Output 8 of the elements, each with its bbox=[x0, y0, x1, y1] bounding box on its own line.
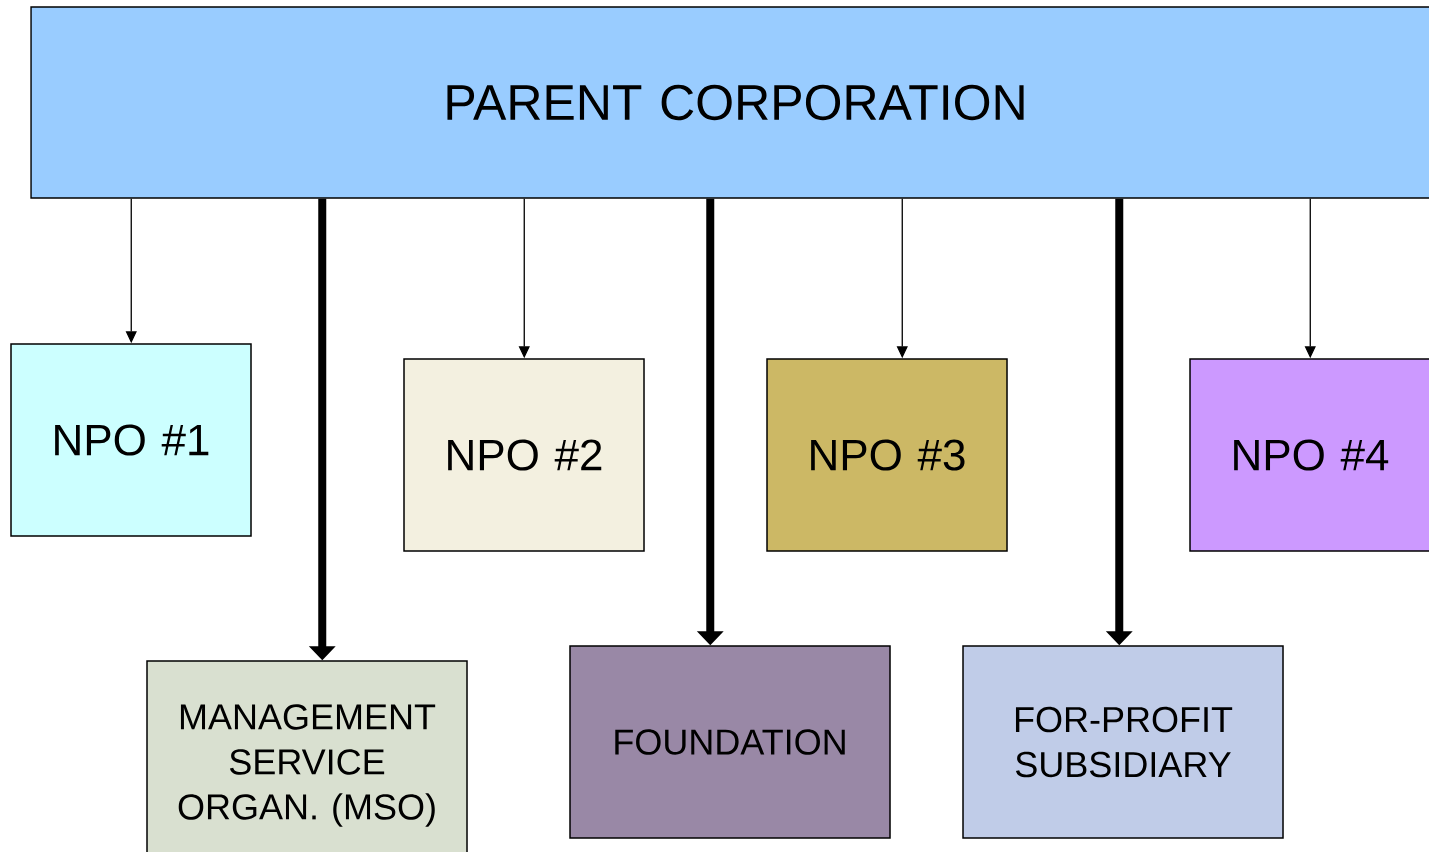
org-box: NPO #4 bbox=[1189, 358, 1429, 552]
org-box: PARENT CORPORATION bbox=[30, 6, 1429, 199]
org-box: NPO #2 bbox=[403, 358, 645, 552]
org-box: NPO #1 bbox=[10, 343, 252, 537]
org-box: FOR-PROFIT SUBSIDIARY bbox=[962, 645, 1284, 839]
org-box: MANAGEMENT SERVICE ORGAN. (MSO) bbox=[146, 660, 468, 852]
org-box: NPO #3 bbox=[766, 358, 1008, 552]
org-box: FOUNDATION bbox=[569, 645, 891, 839]
